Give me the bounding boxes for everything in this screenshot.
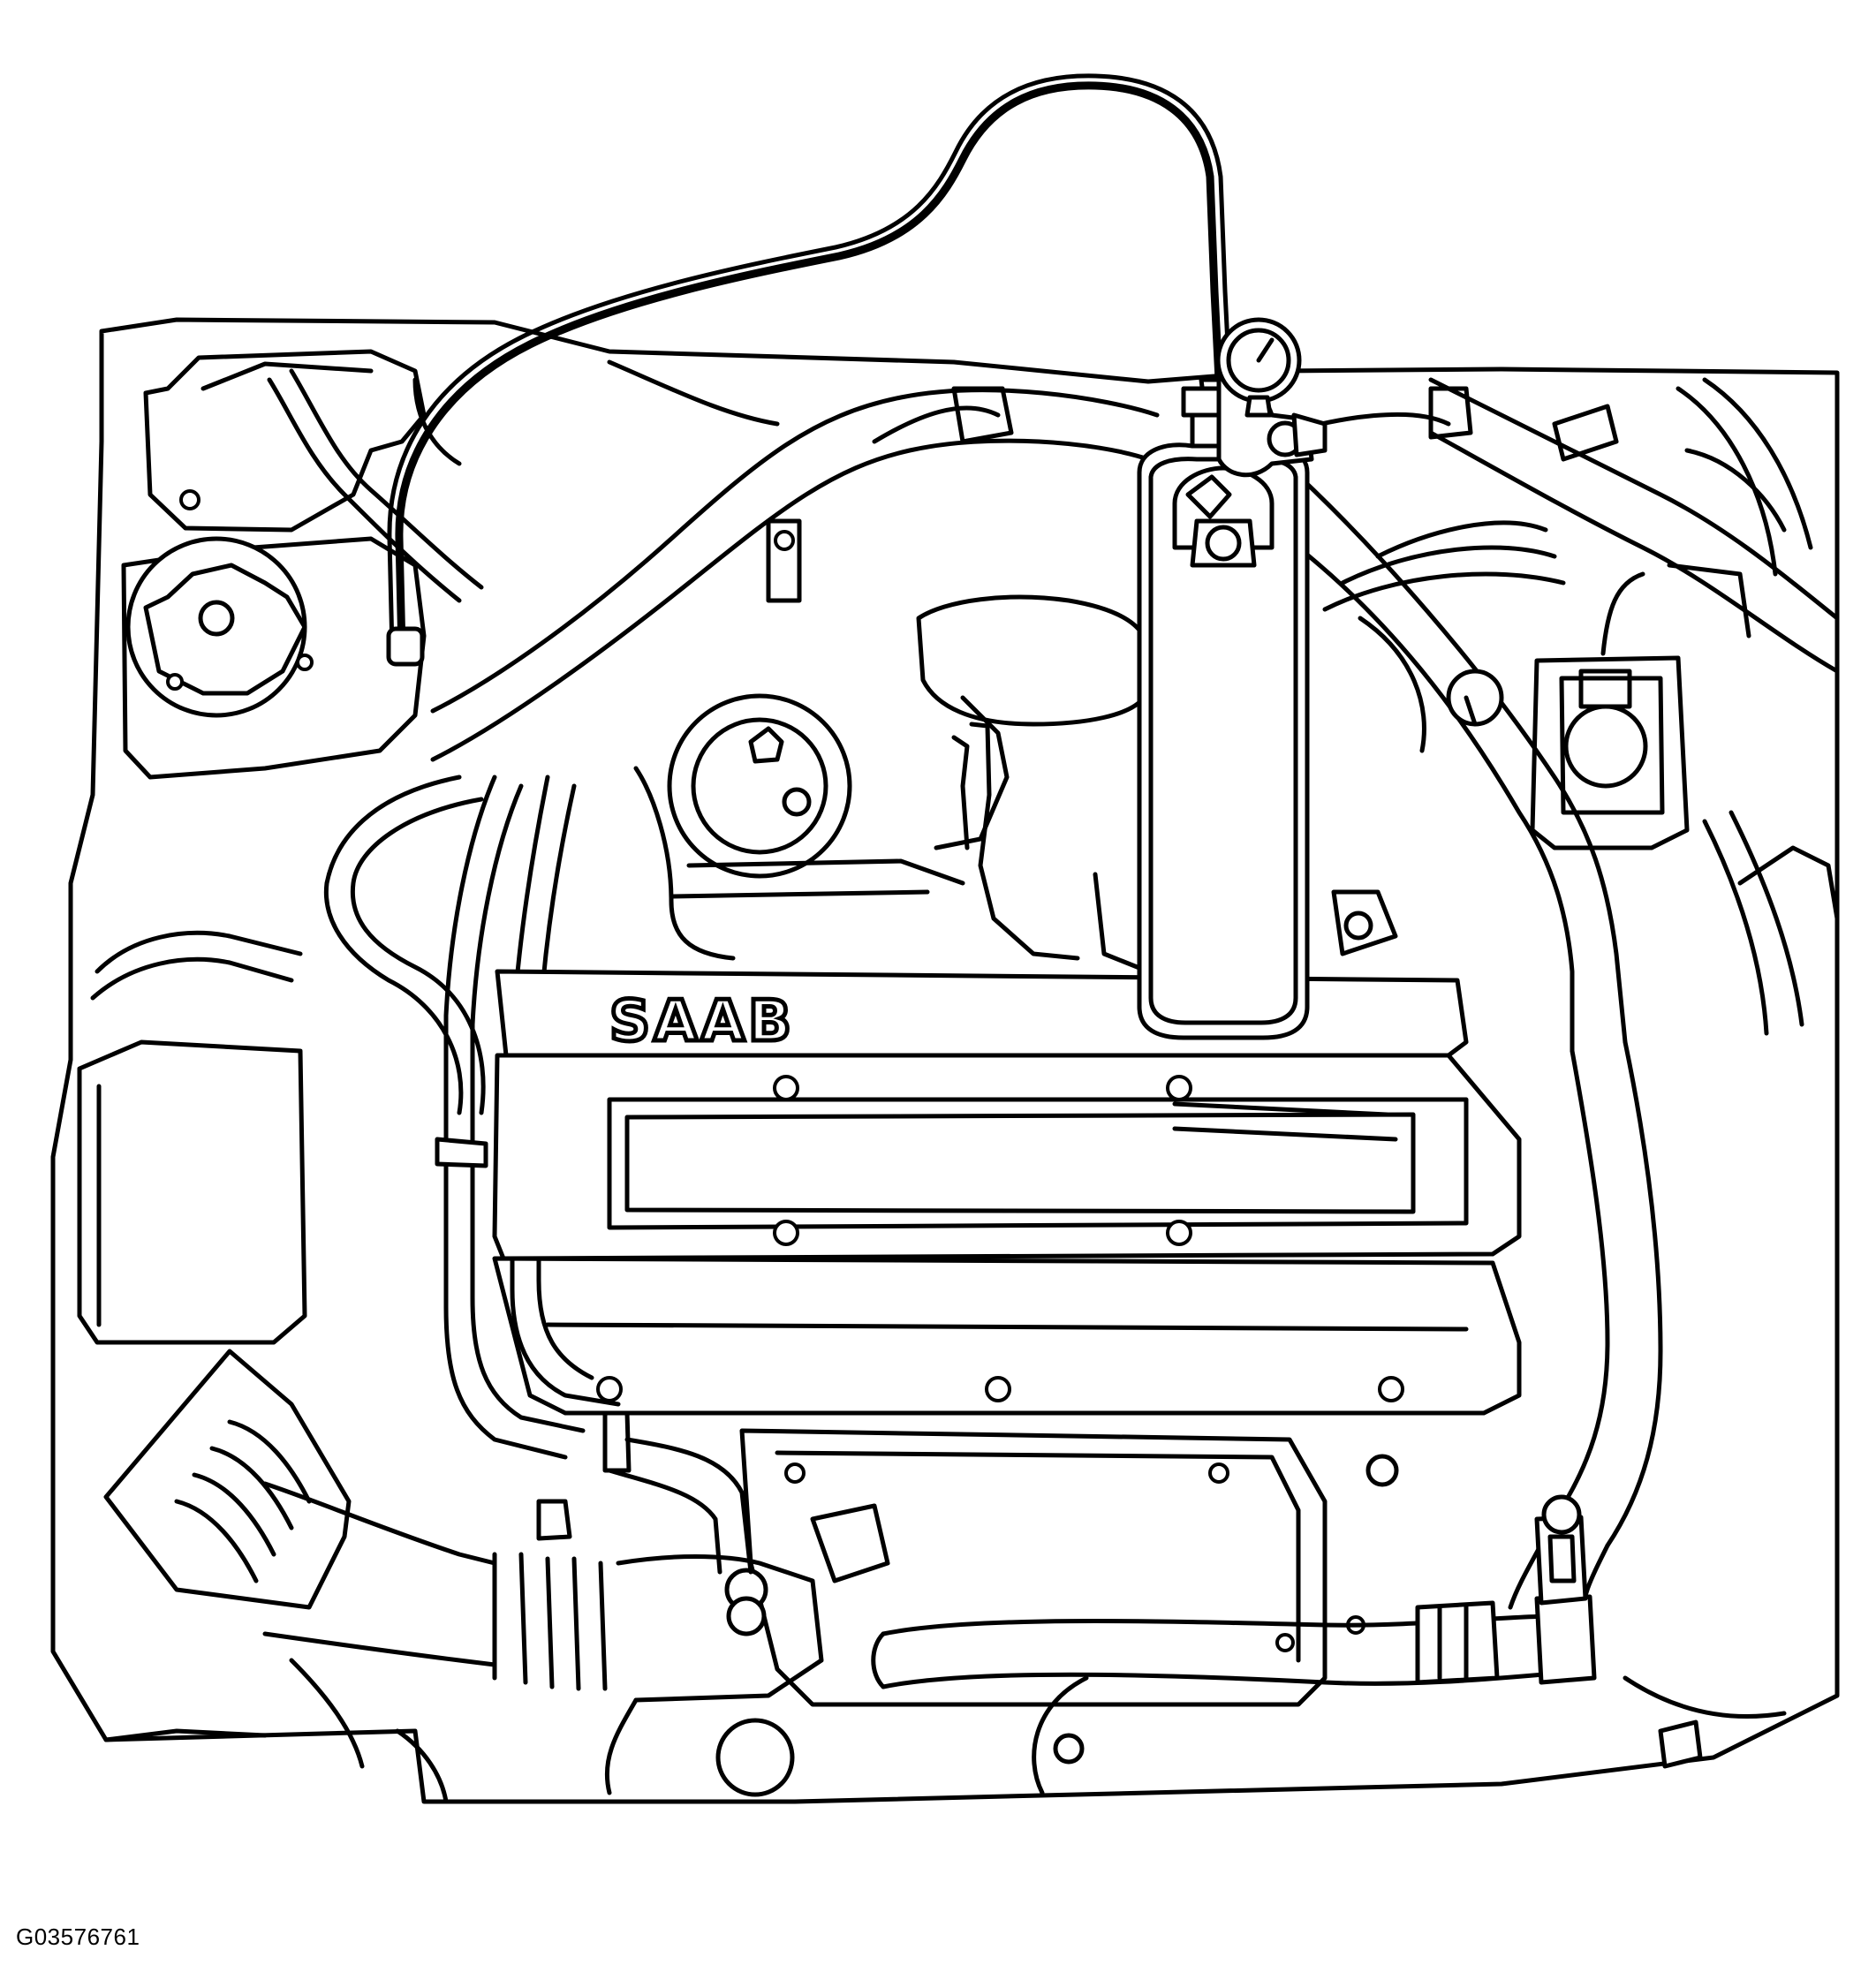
engine-bay-outline [50,317,1840,1804]
figure-id-label: G03576761 [16,1923,140,1950]
gas-cylinder [1137,442,1310,1040]
coolant-reservoir [121,489,427,780]
engine-logo-text: SAAB [609,989,795,1054]
pressure-regulator [536,1410,890,1636]
throttle-body-area [633,594,1398,974]
valve-cover: SAAB [492,969,1522,1261]
lower-hose [871,1594,1787,1795]
air-intake-bellows [103,1349,824,1804]
cylinder-head [492,1256,1522,1416]
tester-hose [386,73,1232,667]
sensor-connector [1534,1494,1588,1606]
left-module-box [77,1039,307,1345]
lower-left-accessory [103,1658,795,1797]
crossover-hose [430,377,1840,762]
right-upper-components [1322,377,1840,1036]
pressure-gauge-icon [1181,317,1328,478]
